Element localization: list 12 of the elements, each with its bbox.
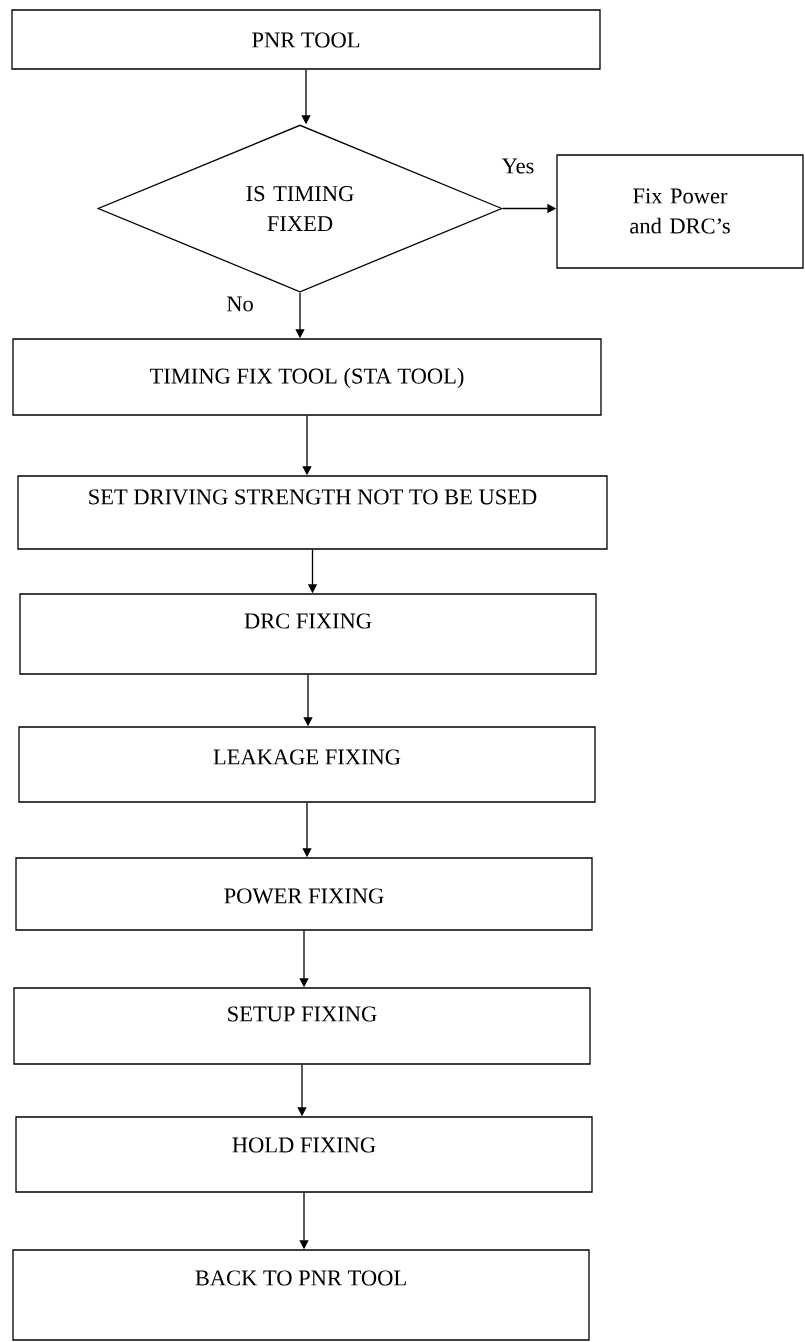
process-box: LEAKAGE FIXING: [18, 726, 596, 803]
process-box: TIMING FIX TOOL (STA TOOL): [12, 338, 602, 416]
process-box: PNR TOOL: [11, 9, 601, 70]
process-box: Fix Power and DRC’s: [556, 154, 804, 269]
edge-label: No: [226, 296, 253, 312]
process-box: DRC FIXING: [19, 593, 597, 675]
process-box: SETUP FIXING: [13, 987, 591, 1065]
process-box: SET DRIVING STRENGTH NOT TO BE USED: [17, 475, 608, 550]
process-box: HOLD FIXING: [15, 1116, 593, 1193]
edge-label: Yes: [501, 158, 534, 174]
process-box: BACK TO PNR TOOL: [12, 1249, 590, 1341]
process-box: POWER FIXING: [15, 857, 593, 931]
